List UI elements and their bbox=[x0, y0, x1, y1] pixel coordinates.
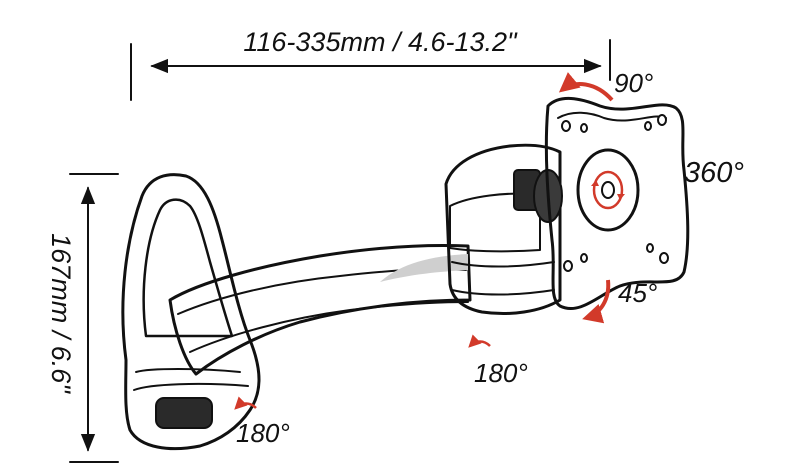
mount-hole bbox=[580, 123, 588, 133]
mount-hole bbox=[646, 243, 654, 253]
tilt-up-arrow bbox=[558, 72, 614, 102]
horizontal-dimension: 116-335mm / 4.6-13.2" bbox=[130, 27, 611, 101]
swing-arm bbox=[168, 243, 472, 376]
motion-arrows bbox=[234, 72, 614, 410]
tilt-down-angle-label: 45° bbox=[618, 278, 657, 308]
wall-plate-slot bbox=[155, 397, 213, 429]
wall-plate bbox=[121, 173, 261, 451]
mount-hole bbox=[657, 114, 667, 126]
swivel-middle-angle-label: 180° bbox=[474, 358, 528, 388]
arm-shading bbox=[380, 254, 468, 282]
vertical-dimension: 167mm / 6.6" bbox=[46, 173, 119, 463]
rotation-arrowhead bbox=[617, 194, 625, 200]
rotation-arrowhead bbox=[591, 180, 599, 186]
vesa-plate bbox=[544, 97, 690, 310]
height-dimension-label: 167mm / 6.6" bbox=[46, 233, 76, 394]
middle-pivot bbox=[444, 143, 563, 315]
mount-hole bbox=[644, 121, 652, 131]
rotation-hub bbox=[601, 181, 615, 199]
mount-hole bbox=[659, 252, 669, 264]
swivel-wall-angle-label: 180° bbox=[236, 418, 290, 448]
mount-hole bbox=[580, 253, 588, 263]
mount-hole bbox=[561, 120, 571, 132]
tilt-up-angle-label: 90° bbox=[614, 68, 653, 98]
rotation-angle-label: 360° bbox=[684, 157, 744, 189]
rotation-indicator bbox=[592, 170, 624, 210]
mount-hole bbox=[563, 260, 573, 272]
tilt-down-arrow bbox=[582, 279, 611, 324]
width-dimension-label: 116-335mm / 4.6-13.2" bbox=[243, 27, 518, 57]
swivel-wall-arrow bbox=[234, 396, 257, 410]
swivel-middle-arrow bbox=[468, 334, 491, 348]
